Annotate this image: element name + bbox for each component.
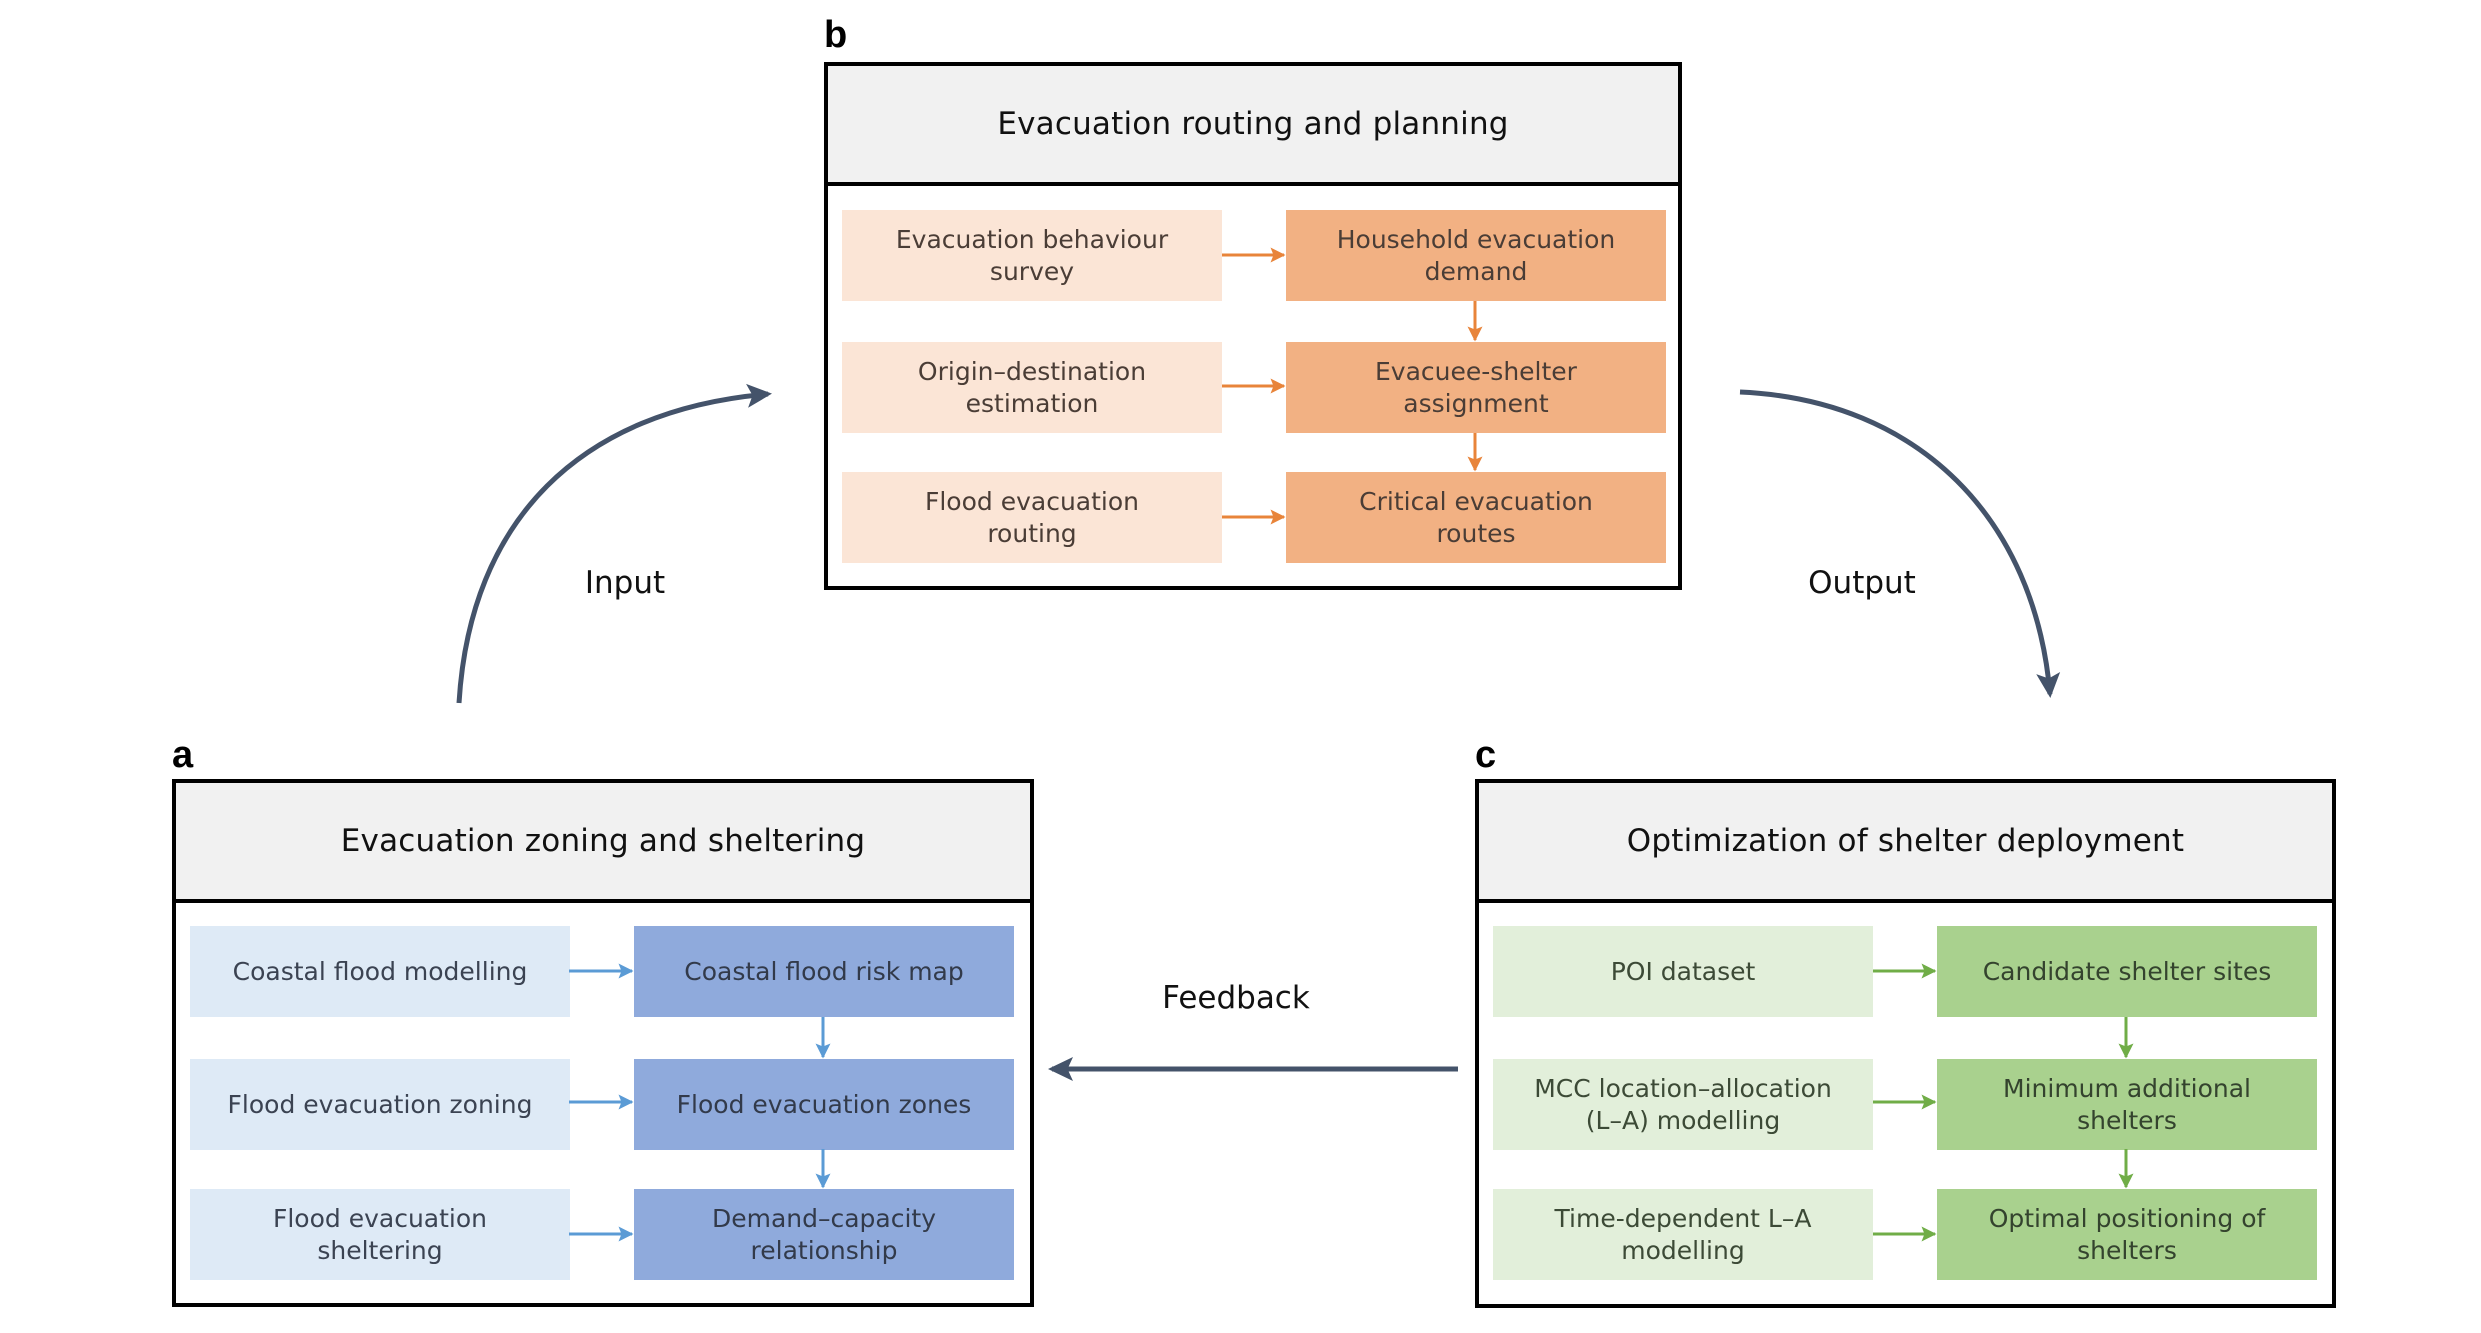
panel-b-output-2: Evacuee-shelter assignment — [1286, 342, 1666, 433]
panel-a-output-3: Demand–capacity relationship — [634, 1189, 1014, 1280]
panel-b-input-3: Flood evacuation routing — [842, 472, 1222, 563]
panel-c-title: Optimization of shelter deployment — [1626, 823, 2185, 859]
panel-a-title: Evacuation zoning and sheltering — [340, 823, 866, 859]
panel-c-output-1: Candidate shelter sites — [1937, 926, 2317, 1017]
input-arrow — [456, 383, 772, 704]
panel-letter-a: a — [172, 734, 194, 776]
panel-a-input-1: Coastal flood modelling — [190, 926, 570, 1017]
panel-b-input-2: Origin–destination estimation — [842, 342, 1222, 433]
panel-letter-b: b — [824, 14, 848, 56]
panel-b-output-1: Household evacuation demand — [1286, 210, 1666, 301]
panel-a-output-1: Coastal flood risk map — [634, 926, 1014, 1017]
panel-a-input-3: Flood evacuation sheltering — [190, 1189, 570, 1280]
panel-a-header: Evacuation zoning and sheltering — [176, 783, 1030, 903]
panel-b-output-3: Critical evacuation routes — [1286, 472, 1666, 563]
output-arrow — [1739, 389, 2061, 698]
panel-b-input-1: Evacuation behaviour survey — [842, 210, 1222, 301]
panel-c-input-1: POI dataset — [1493, 926, 1873, 1017]
feedback-label: Feedback — [1162, 980, 1310, 1016]
panel-c-output-2: Minimum additional shelters — [1937, 1059, 2317, 1150]
input-label: Input — [584, 565, 666, 601]
panel-a-input-2: Flood evacuation zoning — [190, 1059, 570, 1150]
output-label: Output — [1808, 565, 1916, 601]
panel-c-input-3: Time-dependent L–A modelling — [1493, 1189, 1873, 1280]
panel-b-header: Evacuation routing and planning — [828, 66, 1678, 186]
panel-a-output-2: Flood evacuation zones — [634, 1059, 1014, 1150]
panel-c-input-2: MCC location–allocation (L–A) modelling — [1493, 1059, 1873, 1150]
panel-letter-c: c — [1475, 734, 1497, 776]
panel-b-title: Evacuation routing and planning — [997, 106, 1509, 142]
panel-c-output-3: Optimal positioning of shelters — [1937, 1189, 2317, 1280]
panel-c-header: Optimization of shelter deployment — [1479, 783, 2332, 903]
